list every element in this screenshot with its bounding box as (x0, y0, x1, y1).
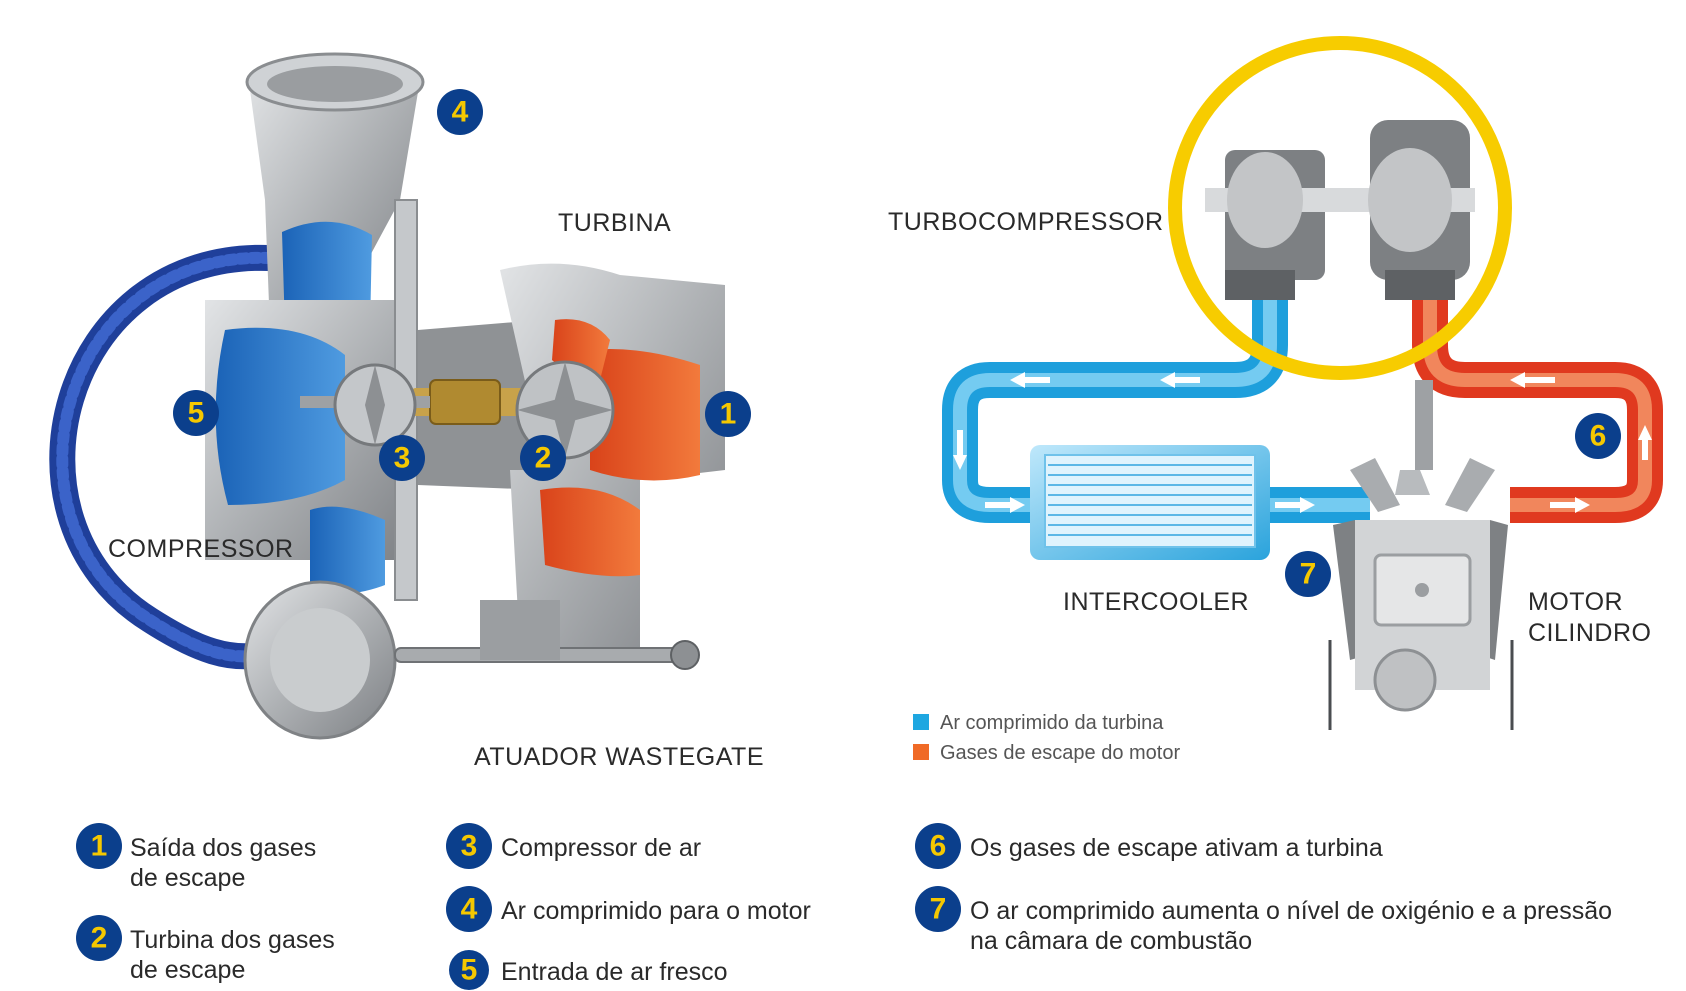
key-item-1: 1 Saída dos gases de escape (76, 823, 316, 892)
svg-text:6: 6 (930, 830, 947, 863)
legend-swatch-air (913, 714, 929, 730)
svg-text:7: 7 (930, 893, 947, 926)
badge-5: 5 (173, 390, 219, 436)
svg-text:4: 4 (452, 96, 469, 129)
svg-text:6: 6 (1590, 420, 1607, 453)
engine-cylinder (1328, 380, 1514, 730)
svg-text:Os gases de escape ativam a tu: Os gases de escape ativam a turbina (970, 834, 1383, 862)
key-item-4: 4 Ar comprimido para o motor (446, 886, 811, 932)
turbo-system-schematic (942, 36, 1663, 730)
badge-4: 4 (437, 89, 483, 135)
svg-text:Compressor de ar: Compressor de ar (501, 834, 701, 862)
label-motor: MOTOR (1528, 588, 1623, 616)
turbocharger-illustration (49, 52, 725, 740)
intercooler-fins (1048, 464, 1252, 536)
svg-text:1: 1 (720, 398, 737, 431)
svg-text:na câmara de combustão: na câmara de combustão (970, 927, 1252, 955)
key-list: 1 Saída dos gases de escape 2 Turbina do… (76, 823, 1612, 990)
legend-swatch-exhaust (913, 744, 929, 760)
svg-text:Saída dos gases: Saída dos gases (130, 834, 316, 862)
label-intercooler: INTERCOOLER (1063, 588, 1249, 616)
key-item-5: 5 Entrada de ar fresco (449, 950, 728, 990)
svg-text:O ar comprimido aumenta o níve: O ar comprimido aumenta o nível de oxigé… (970, 897, 1612, 925)
key-item-3: 3 Compressor de ar (446, 823, 701, 869)
key-item-6: 6 Os gases de escape ativam a turbina (915, 823, 1383, 869)
svg-text:1: 1 (91, 830, 108, 863)
svg-text:5: 5 (188, 397, 205, 430)
svg-text:2: 2 (535, 442, 552, 475)
label-cilindro: CILINDRO (1528, 619, 1651, 647)
label-turbocompressor: TURBOCOMPRESSOR (888, 208, 1164, 236)
svg-text:Entrada de ar fresco: Entrada de ar fresco (501, 958, 728, 986)
svg-text:de escape: de escape (130, 864, 245, 892)
flow-arrows (953, 372, 1652, 513)
badge-6: 6 (1575, 413, 1621, 459)
legend-text-exhaust: Gases de escape do motor (940, 742, 1180, 764)
key-item-7: 7 O ar comprimido aumenta o nível de oxi… (915, 886, 1612, 955)
turbocompressor-unit (1205, 120, 1475, 300)
label-compressor: COMPRESSOR (108, 535, 294, 563)
badge-1: 1 (705, 391, 751, 437)
svg-text:5: 5 (461, 954, 478, 987)
svg-text:7: 7 (1300, 558, 1317, 591)
label-atuador-wastegate: ATUADOR WASTEGATE (474, 743, 764, 771)
svg-text:3: 3 (461, 830, 478, 863)
legend: Ar comprimido da turbina Gases de escape… (913, 712, 1180, 764)
svg-text:4: 4 (461, 893, 478, 926)
label-turbina: TURBINA (558, 209, 671, 237)
svg-text:2: 2 (91, 922, 108, 955)
turbocompressor-highlight-ring (1168, 36, 1512, 380)
badge-7: 7 (1285, 551, 1331, 597)
svg-text:de escape: de escape (130, 956, 245, 984)
svg-text:Ar comprimido para o motor: Ar comprimido para o motor (501, 897, 811, 925)
badge-3: 3 (379, 435, 425, 481)
badge-2: 2 (520, 435, 566, 481)
svg-text:Turbina dos gases: Turbina dos gases (130, 926, 335, 954)
legend-text-air: Ar comprimido da turbina (940, 712, 1164, 734)
key-item-2: 2 Turbina dos gases de escape (76, 915, 335, 984)
svg-text:3: 3 (394, 442, 411, 475)
